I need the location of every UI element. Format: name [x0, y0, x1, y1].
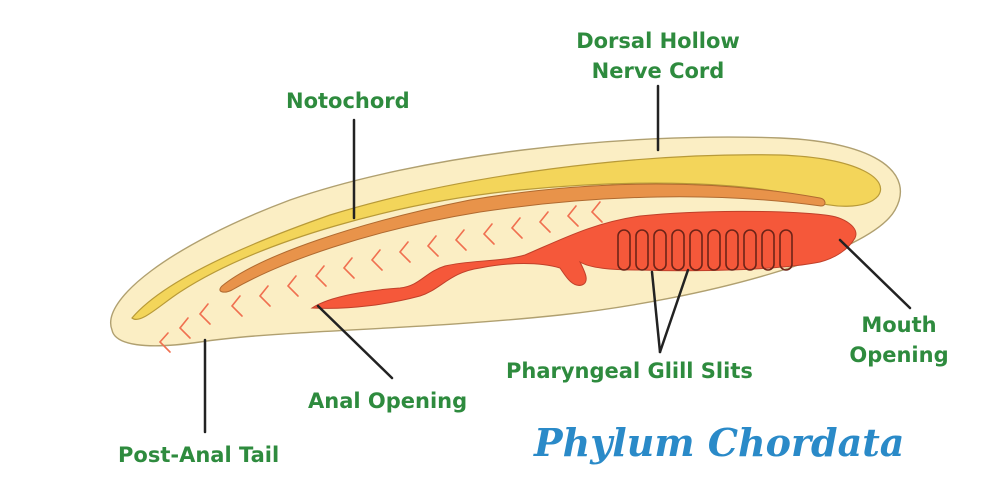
label-dorsal-nerve-cord-line2: Nerve Cord: [591, 59, 725, 83]
label-post-anal-tail: Post-Anal Tail: [118, 443, 280, 467]
label-mouth-opening: Mouth Opening: [838, 310, 960, 370]
label-anal-opening: Anal Opening: [308, 389, 468, 413]
label-pharyngeal-gill-slits: Pharyngeal Glill Slits: [506, 359, 753, 383]
label-dorsal-nerve-cord-line1: Dorsal Hollow: [576, 29, 740, 53]
notochord: [219, 183, 826, 293]
dorsal-nerve-cord: [131, 154, 882, 321]
pharyngeal-gill-slits: [617, 229, 793, 271]
leader-mouth: [838, 238, 912, 310]
brand-title: Phylum Chordata: [534, 420, 905, 465]
muscle-segments: [158, 201, 603, 353]
leader-lines: [203, 84, 912, 434]
label-mouth-opening-line1: Mouth: [861, 313, 937, 337]
leader-gill-right: [658, 268, 690, 354]
label-dorsal-nerve-cord: Dorsal Hollow Nerve Cord: [552, 26, 764, 86]
label-mouth-opening-line2: Opening: [849, 343, 949, 367]
leader-anal: [316, 304, 394, 380]
leader-gill-left: [650, 270, 662, 354]
label-notochord: Notochord: [286, 89, 410, 113]
